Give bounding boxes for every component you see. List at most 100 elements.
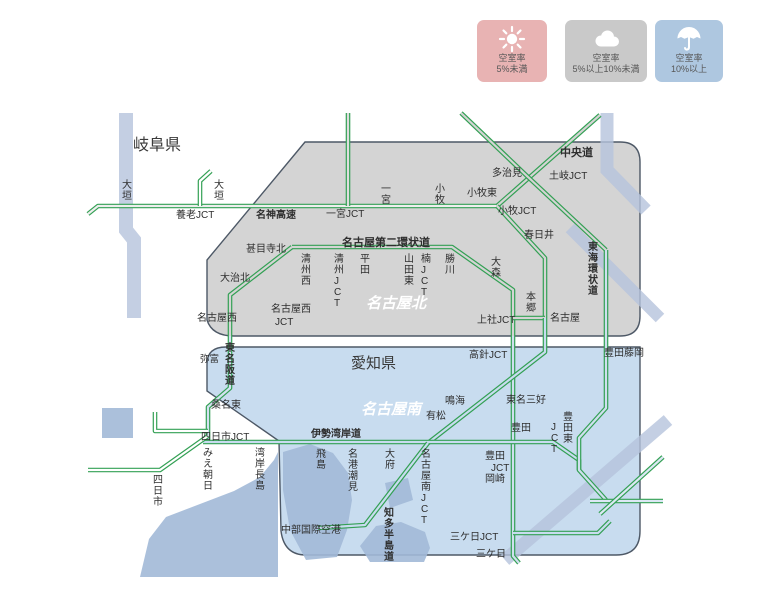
map-label: 中央道 [560, 145, 593, 159]
river-shape [119, 113, 141, 318]
map-label: 豊田東 [563, 410, 573, 445]
road-inner-tokai-kanjo-north [460, 112, 607, 251]
legend-range: 5%未満 [496, 64, 528, 74]
map-label: 多治見 [492, 166, 522, 179]
map-label: 東名三好 [506, 393, 546, 406]
legend-label: 空室率 [498, 53, 526, 63]
river-shape [565, 223, 665, 323]
legend-item-vacancy-mid: 空室率 5%以上10%未満 [565, 20, 647, 82]
road-inner-central-vertical [511, 336, 520, 564]
map-label: 弥富 [200, 353, 219, 365]
map-label: 湾岸長島 [255, 446, 265, 492]
legend-item-vacancy-high: 空室率 10%以上 [655, 20, 723, 82]
map-label: 桑名東 [211, 398, 241, 411]
sun-icon [498, 25, 526, 53]
map-label: 小牧 [435, 183, 445, 206]
vacancy-legend: 空室率 5%未満 空室率 5%以上10%未満 [0, 0, 768, 95]
map-label: 高針JCT [469, 348, 507, 361]
map-label: 東名阪道 [225, 341, 236, 387]
map-label: 知多半島道 [383, 506, 394, 563]
land-area [102, 408, 133, 438]
umbrella-icon [675, 25, 703, 53]
map-label: 豊田 [511, 421, 531, 434]
map-label: 東海環状道 [588, 240, 599, 297]
map-label: 愛知県 [351, 355, 396, 372]
map-label: 山田東 [404, 253, 414, 287]
map-label: 名古屋南 [361, 401, 424, 418]
road-inner-tomei-east [599, 456, 664, 515]
map-label: 岐阜県 [133, 136, 181, 154]
land-area [385, 478, 413, 508]
map-label: 伊勢湾岸道 [310, 427, 361, 440]
map-label: 甚目寺北 [246, 243, 286, 255]
river-shape [500, 415, 673, 565]
map-label: 飛島 [316, 448, 326, 471]
map-label: 三ケ日JCT [450, 531, 498, 543]
map-label: 名古屋西 [197, 311, 237, 324]
map-label: 土岐JCT [549, 169, 587, 182]
legend-range: 5%以上10%未満 [572, 64, 640, 74]
legend-range: 10%以上 [670, 64, 707, 74]
map-label: 大府 [385, 447, 395, 471]
map-label: 本郷 [526, 290, 536, 314]
road-yokkaichi-north [152, 412, 208, 434]
legend-item-vacancy-low: 空室率 5%未満 [477, 20, 547, 82]
land-area [283, 444, 352, 560]
legend-label: 空室率 [675, 53, 703, 63]
map-label: 有松 [426, 409, 446, 422]
map-label: 三ケ日 [476, 548, 506, 560]
map-label: 名古屋 [550, 311, 580, 324]
map-label: 春日井 [524, 228, 554, 241]
road-inner-yokkaichi-west [88, 435, 209, 472]
map-label: 大治北 [220, 271, 250, 284]
map-label: 名古屋第二環状道 [342, 235, 430, 249]
map-label: 一宮 [381, 184, 391, 206]
land-area [140, 452, 278, 577]
map-label: 四日市 [153, 475, 163, 508]
map-label: 岡崎 [485, 472, 505, 485]
map-label: 名神高速 [256, 208, 296, 221]
map-label: 一宮JCT [326, 207, 364, 220]
map-label: JCT [275, 317, 293, 328]
road-inner-chuo-expwy [496, 114, 601, 207]
map-label: 豊田 [485, 449, 505, 462]
map-label: 四日市JCT [201, 430, 249, 443]
road-yokkaichi-west [88, 434, 210, 473]
road-inner-meishin [87, 204, 497, 215]
road-inner-higashi-meihan [206, 336, 232, 440]
map-label: 名古屋西 [271, 302, 311, 315]
map-label: 清州西 [301, 252, 311, 287]
map-label: JCT [491, 463, 509, 474]
road-inner-yokkaichi-north [153, 412, 208, 433]
map-label: 大垣 [122, 178, 132, 202]
zone-nagoya-north [206, 141, 641, 337]
map-label: 鳴海 [445, 394, 465, 407]
map-label: みえ朝日 [203, 448, 213, 492]
map-label: 養老JCT [176, 208, 214, 221]
cloud-icon [590, 25, 622, 53]
map-label: 豊田藤岡 [604, 346, 644, 359]
map-label: 名港潮見 [348, 447, 358, 493]
road-inner-tomei-south [427, 318, 547, 444]
road-inner-mikkabi-link [513, 520, 611, 535]
map-label: 平田 [360, 254, 370, 276]
map-label: 名古屋北 [366, 295, 428, 312]
road-inner-chita-hanto [317, 442, 429, 530]
road-inner-yoro-branch [198, 170, 212, 206]
map-label: 大垣 [214, 178, 224, 202]
road-inner-nagoya-ring2-north [292, 245, 515, 336]
road-inner-tokai-kanjo-south [577, 250, 608, 501]
map-label: 中部国際空港 [281, 523, 341, 536]
map-label: 小牧東 [467, 186, 497, 199]
map-label: 大森 [491, 255, 501, 279]
legend-label: 空室率 [592, 53, 620, 63]
road-inner-tomei-north [496, 205, 547, 318]
river-shape [600, 113, 651, 215]
land-area [360, 522, 430, 562]
map-label: 上社JCT [477, 313, 515, 326]
